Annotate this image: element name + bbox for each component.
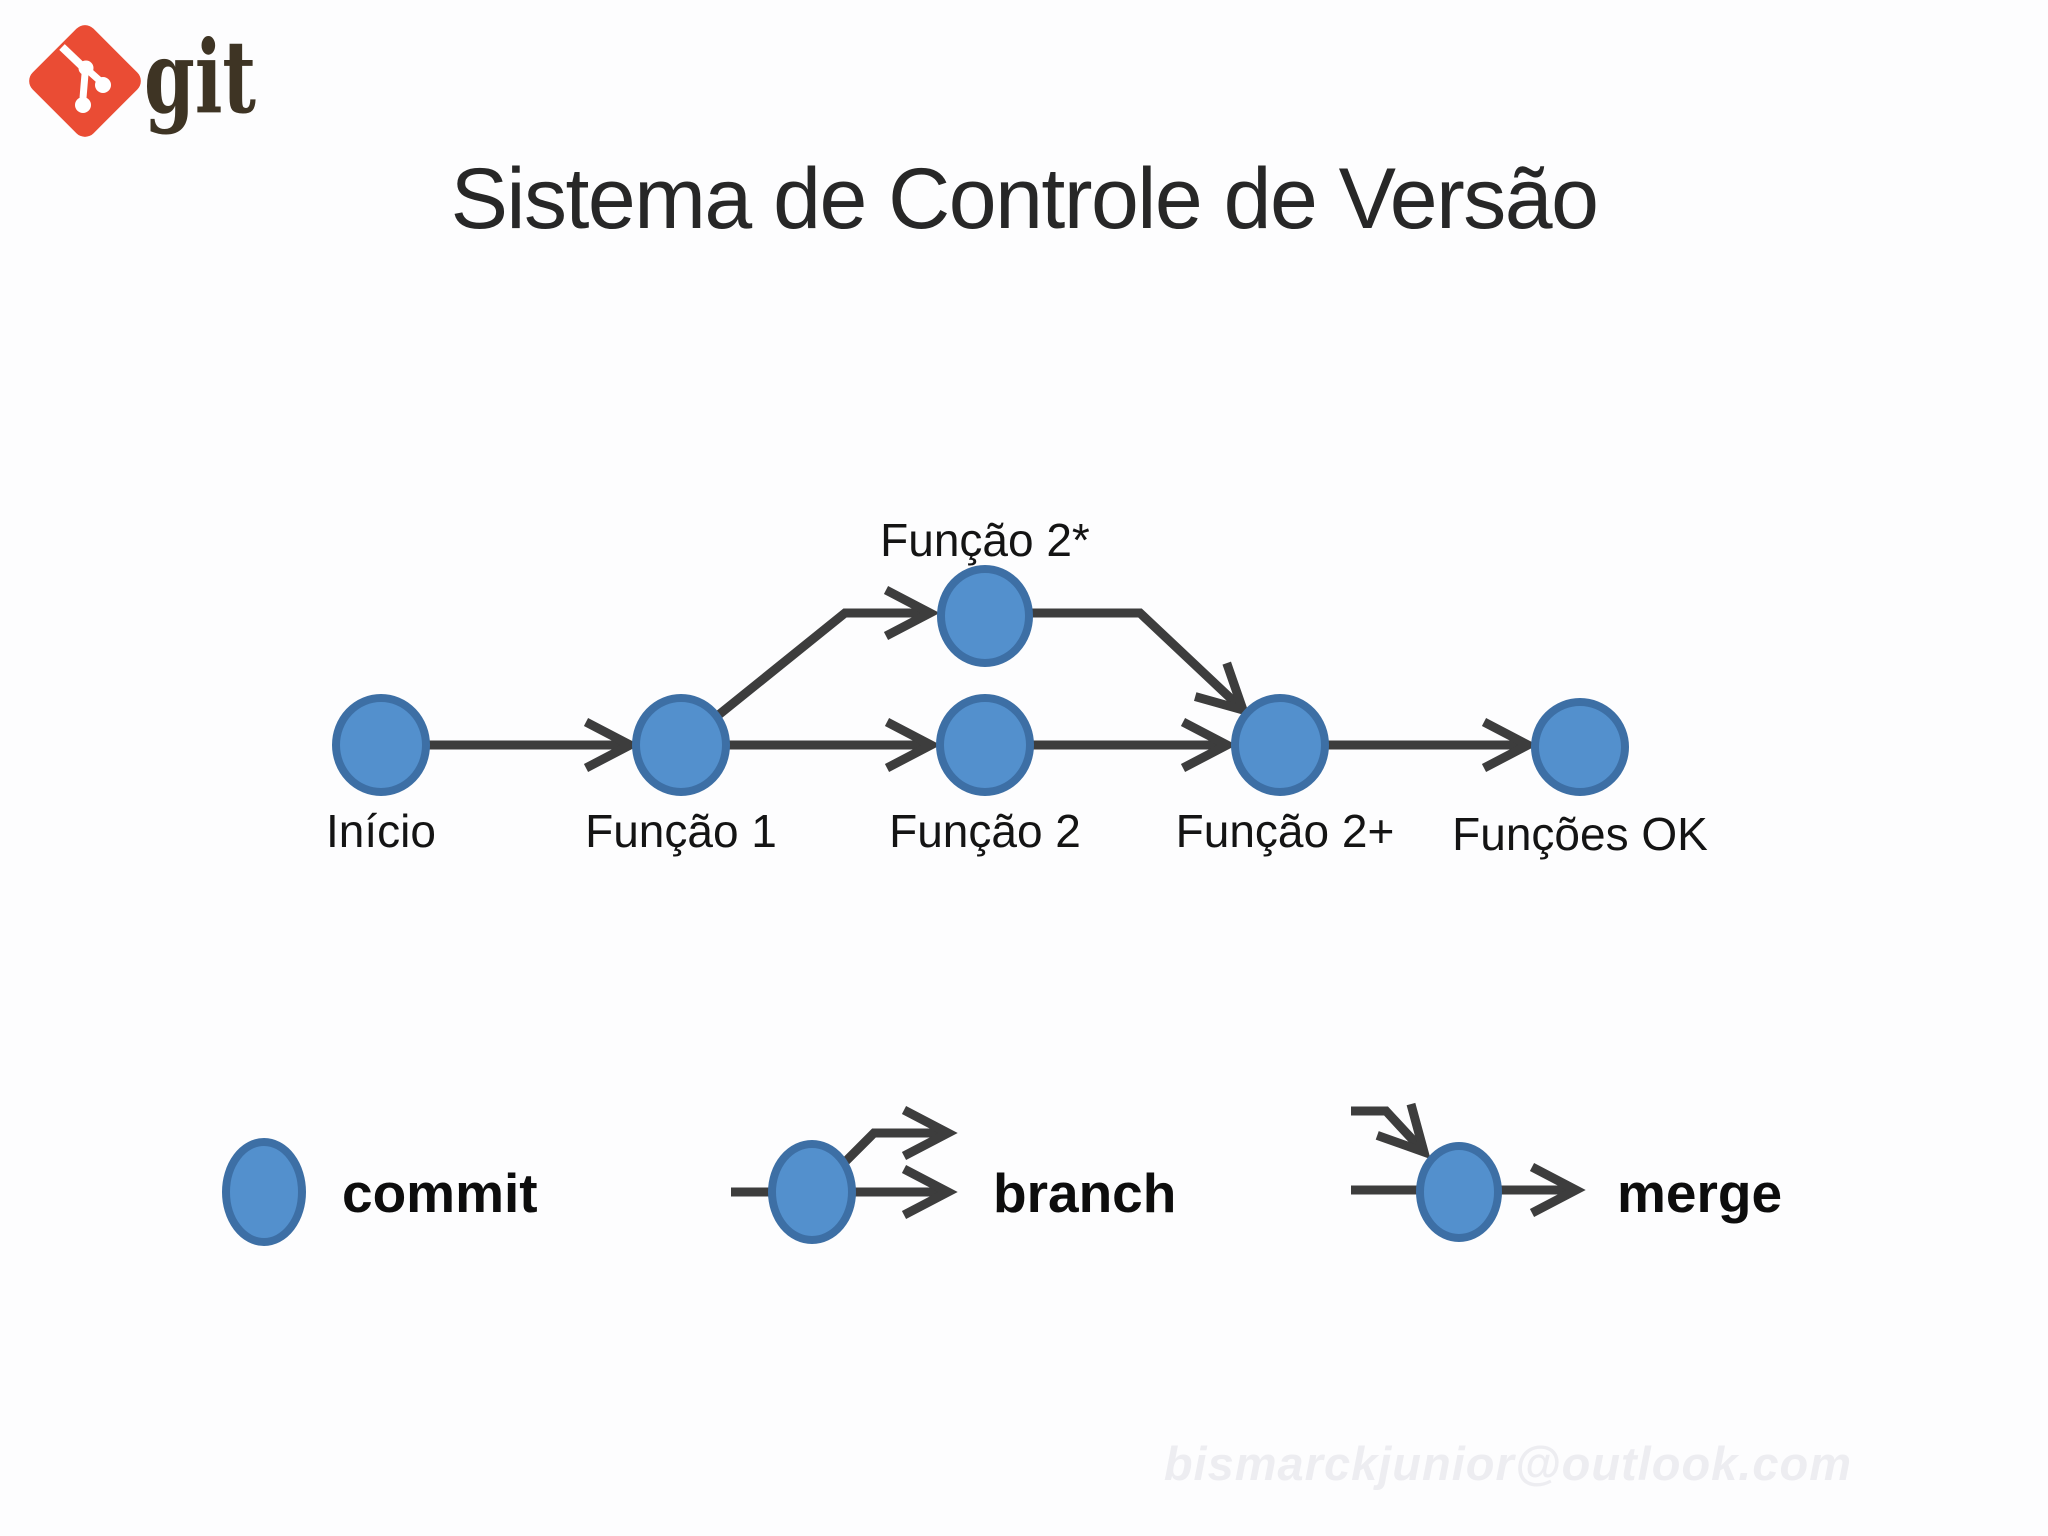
legend-item-merge: merge bbox=[1351, 1102, 1782, 1242]
label-funcao2plus: Função 2+ bbox=[1176, 805, 1395, 857]
legend-label-merge: merge bbox=[1617, 1162, 1782, 1224]
git-logo: git bbox=[29, 18, 256, 137]
legend-item-commit: commit bbox=[222, 1138, 538, 1246]
page-title: Sistema de Controle de Versão bbox=[450, 151, 1599, 247]
branch-node-icon bbox=[768, 1140, 856, 1244]
commit-graph: Início Função 1 Função 2 Função 2+ Funçõ… bbox=[326, 514, 1708, 860]
label-funcoesok: Funções OK bbox=[1452, 808, 1708, 860]
node-inicio bbox=[332, 694, 430, 796]
node-funcao2star bbox=[937, 565, 1033, 667]
edge-branch-funcao1-funcao2star bbox=[713, 586, 940, 721]
legend: commit branch merge bbox=[222, 1102, 1782, 1246]
commit-node-icon bbox=[222, 1138, 306, 1246]
node-funcao1 bbox=[632, 694, 730, 796]
merge-in-arrow-icon bbox=[1351, 1102, 1431, 1160]
label-funcao2star: Função 2* bbox=[880, 514, 1090, 566]
legend-label-commit: commit bbox=[342, 1162, 538, 1224]
label-funcao2: Função 2 bbox=[889, 805, 1081, 857]
merge-node-icon bbox=[1416, 1142, 1502, 1242]
git-wordmark: git bbox=[144, 18, 256, 136]
edge-merge-funcao2star-funcao2plus bbox=[1031, 608, 1251, 717]
legend-item-branch: branch bbox=[731, 1106, 1176, 1244]
node-funcoesok bbox=[1531, 698, 1629, 796]
branch-up-arrow-icon bbox=[839, 1106, 958, 1168]
watermark-email: bismarckjunior@outlook.com bbox=[1163, 1437, 1852, 1490]
label-funcao1: Função 1 bbox=[585, 805, 777, 857]
node-funcao2plus bbox=[1231, 694, 1329, 796]
label-inicio: Início bbox=[326, 805, 436, 857]
git-diamond-icon bbox=[29, 25, 141, 137]
legend-label-branch: branch bbox=[993, 1162, 1176, 1224]
node-funcao2 bbox=[936, 694, 1034, 796]
